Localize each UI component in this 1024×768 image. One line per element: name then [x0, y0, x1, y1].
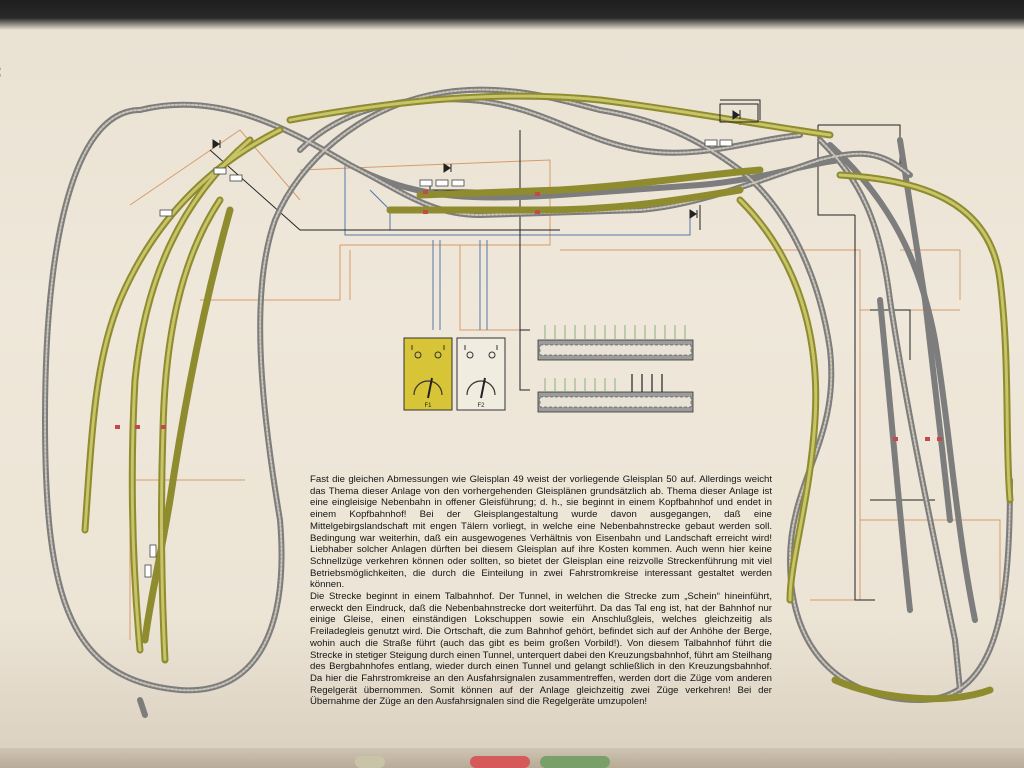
tracks-olive — [81, 92, 1014, 703]
wiring-blue — [344, 165, 691, 330]
next-page-decoration — [470, 756, 530, 768]
next-page-decoration — [540, 756, 610, 768]
controller-f2-label: F2 — [477, 403, 485, 409]
description-text: Fast die gleichen Abmessungen wie Gleisp… — [310, 474, 772, 708]
terminal-strip-upper — [537, 325, 694, 361]
switch-clusters — [144, 139, 733, 578]
controller-f2: F2 — [456, 337, 506, 411]
signal-symbols — [212, 103, 759, 219]
controller-f1-label: F1 — [424, 403, 432, 409]
paragraph-2: Die Strecke beginnt in einem Talbahnhof.… — [310, 591, 772, 708]
next-page-decoration — [355, 756, 385, 768]
terminal-strip-lower — [537, 374, 694, 413]
controller-f1: F1 — [403, 337, 453, 411]
paragraph-1: Fast die gleichen Abmessungen wie Gleisp… — [310, 474, 772, 591]
page-top-shadow — [0, 0, 1024, 30]
track-markers — [115, 190, 942, 441]
